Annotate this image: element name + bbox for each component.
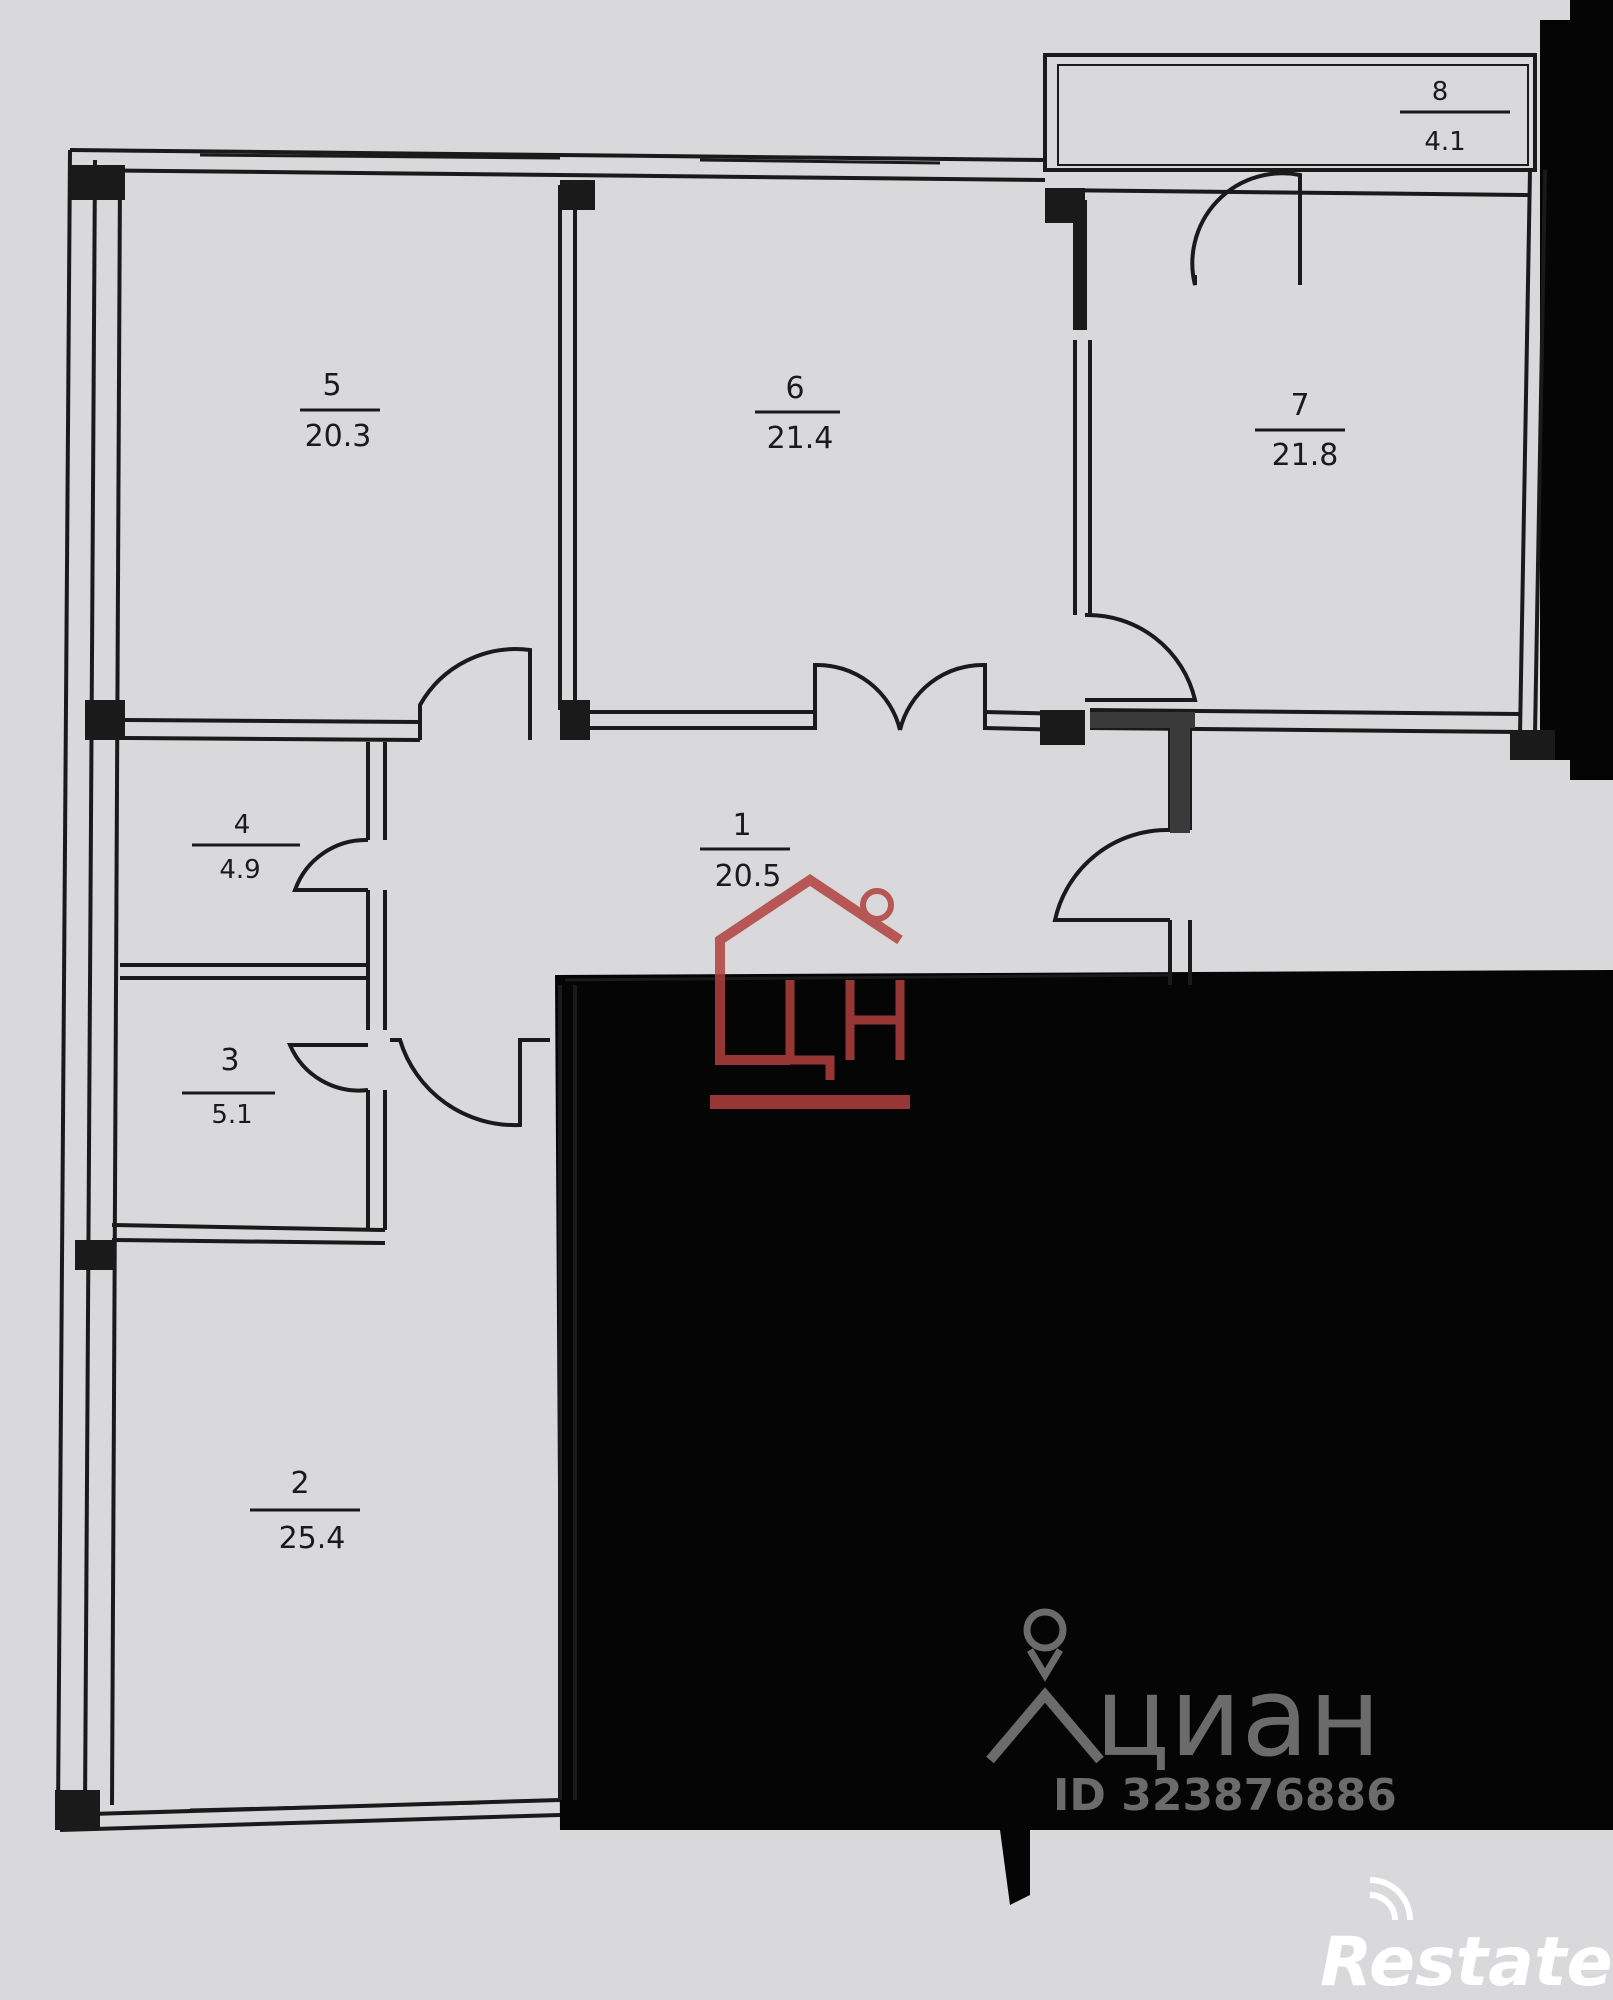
restate-brand-text: Restate (1320, 1923, 1613, 2000)
room-area: 4.1 (1424, 127, 1465, 157)
cian-watermark: циан ID 323876886 (986, 1608, 1397, 1821)
cian-brand-text: циан (1095, 1653, 1381, 1781)
room-number: 3 (220, 1043, 239, 1078)
doors (286, 171, 1302, 1128)
room-number: 1 (732, 808, 751, 843)
room-number: 5 (322, 368, 341, 403)
restate-watermark: Restate (1320, 1877, 1613, 2000)
room-label-7: 7 21.8 (1255, 388, 1345, 473)
room-area: 21.8 (1272, 438, 1339, 473)
room-label-4: 4 4.9 (192, 810, 300, 885)
room-number: 4 (234, 810, 251, 840)
room-label-1: 1 20.5 (700, 808, 790, 894)
room-area: 4.9 (219, 855, 260, 885)
room-label-2: 2 25.4 (250, 1466, 360, 1556)
columns (55, 165, 1555, 1830)
room-number: 6 (785, 371, 804, 406)
room-number: 2 (290, 1466, 309, 1501)
room-label-3: 3 5.1 (182, 1043, 275, 1130)
room-number: 8 (1432, 77, 1449, 107)
room-label-5: 5 20.3 (300, 368, 380, 454)
walls (56, 53, 1547, 1832)
cian-id-text: ID 323876886 (1053, 1770, 1397, 1821)
redacted-area (555, 0, 1613, 1905)
room-area: 21.4 (767, 421, 834, 456)
room-number: 7 (1290, 388, 1309, 423)
map-pin-icon (986, 1608, 1104, 1764)
room-label-8: 8 4.1 (1400, 77, 1510, 157)
room-area: 20.3 (305, 419, 372, 454)
room-area: 25.4 (279, 1521, 346, 1556)
cn-logo-watermark (710, 873, 910, 1109)
room-area: 20.5 (715, 859, 782, 894)
room-label-6: 6 21.4 (755, 371, 840, 456)
hatched-partition (1090, 712, 1195, 833)
room-area: 5.1 (211, 1100, 252, 1130)
